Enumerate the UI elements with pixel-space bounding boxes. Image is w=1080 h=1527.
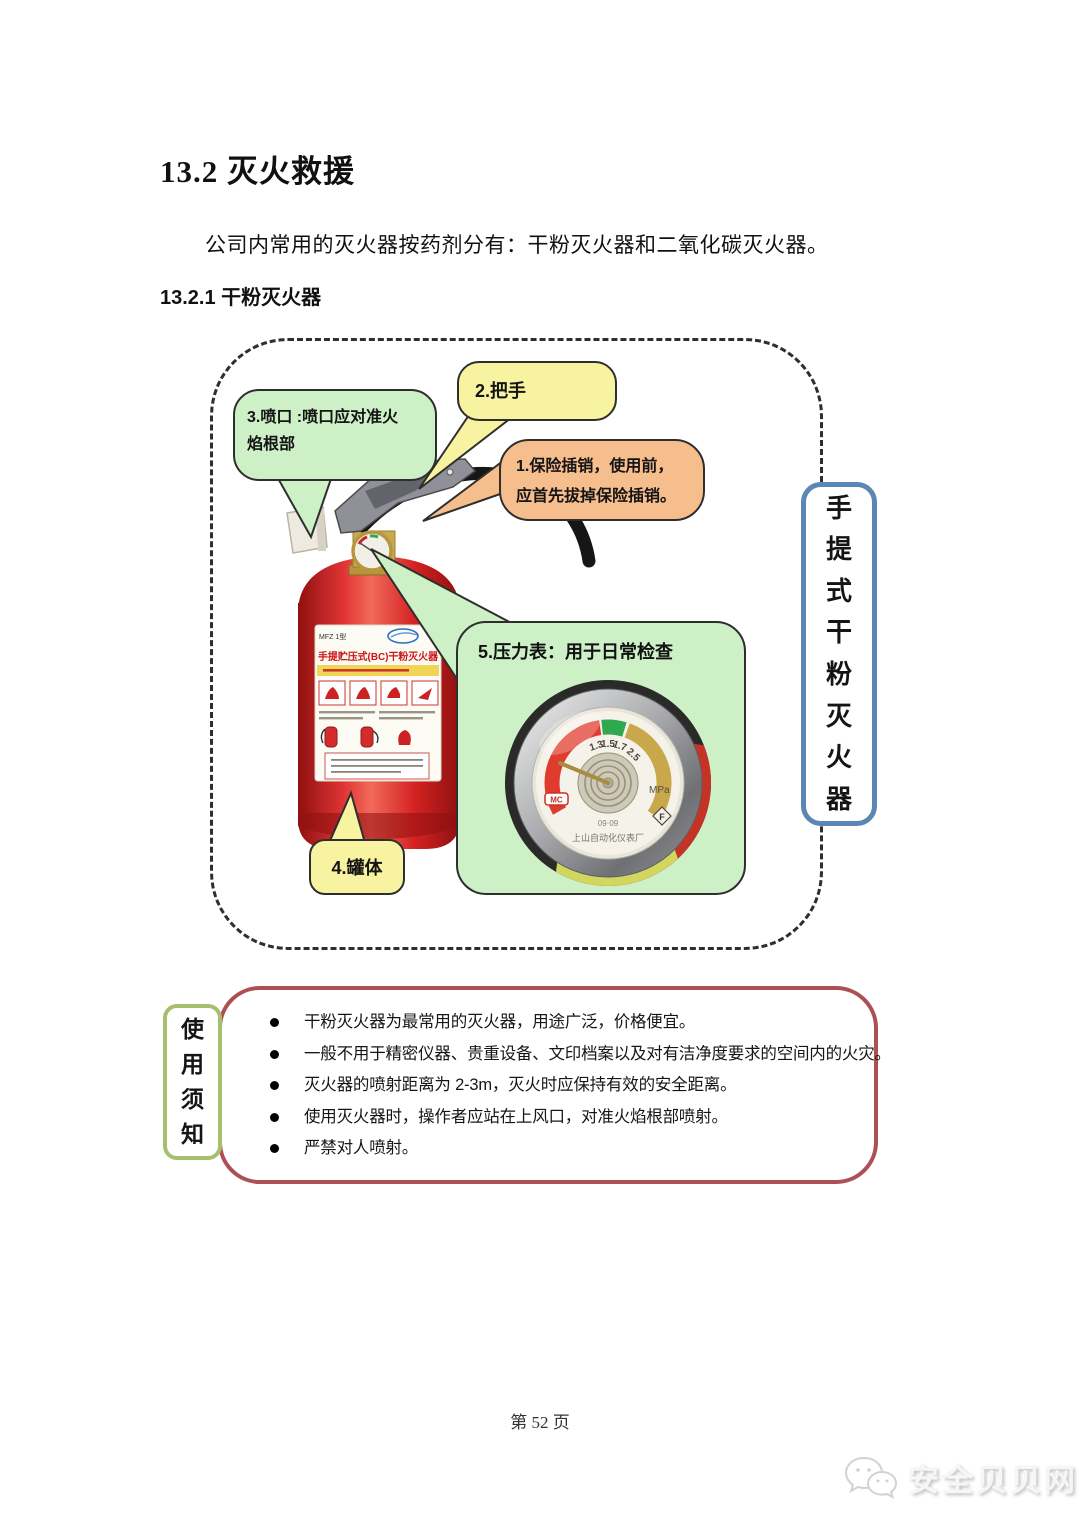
usage-notes-label-text: 使用须知 bbox=[180, 1016, 204, 1147]
svg-text:上山自动化仪表厂: 上山自动化仪表厂 bbox=[572, 832, 644, 843]
extinguisher-product-label: MFZ 1型 手提贮压式(BC)干粉灭火器 bbox=[314, 624, 442, 782]
svg-text:1.5: 1.5 bbox=[601, 739, 615, 750]
intro-paragraph: 公司内常用的灭火器按药剂分有：干粉灭火器和二氧化碳灭火器。 bbox=[205, 233, 829, 257]
usage-notes-box: 干粉灭火器为最常用的灭火器，用途广泛，价格便宜。一般不用于精密仪器、贵重设备、文… bbox=[218, 986, 891, 1184]
page-number: 第 52 页 bbox=[510, 1413, 570, 1432]
callout-nozzle: 3.喷口 :喷口应对准火 焰根部 bbox=[233, 389, 437, 481]
usage-note-item: 灭火器的喷射距离为 2-3m，灭火时应保持有效的安全距离。 bbox=[268, 1075, 864, 1095]
svg-text:1.3: 1.3 bbox=[588, 739, 605, 754]
callout-pressure-gauge-text: 5.压力表：用于日常检查 bbox=[478, 642, 674, 662]
watermark-text: 安全贝贝网 bbox=[908, 1462, 1078, 1498]
callout-safety-pin: 1.保险插销，使用前， 应首先拔掉保险插销。 bbox=[499, 439, 705, 521]
svg-text:F: F bbox=[659, 812, 665, 822]
usage-note-item: 严禁对人喷射。 bbox=[268, 1138, 864, 1158]
callout-tank: 4.罐体 bbox=[309, 839, 405, 895]
page-title: 13.2 灭火救援 bbox=[160, 154, 355, 189]
side-label-box: 手提式干粉灭火器 bbox=[801, 482, 877, 826]
pressure-gauge-photo: 1.3 1.5 1.7 2.5 MPa F MC 09·09 上山自动化仪表厂 bbox=[505, 680, 711, 886]
section-heading: 13.2.1 干粉灭火器 bbox=[160, 287, 322, 309]
usage-notes-label: 使用须知 bbox=[163, 1004, 222, 1160]
gauge-needle bbox=[558, 761, 610, 785]
svg-text:1.7: 1.7 bbox=[611, 739, 628, 754]
callout-safety-pin-line2: 应首先拔掉保险插销。 bbox=[516, 487, 677, 505]
callout-nozzle-line1: 3.喷口 :喷口应对准火 bbox=[247, 409, 399, 426]
usage-notes-list: 干粉灭火器为最常用的灭火器，用途广泛，价格便宜。一般不用于精密仪器、贵重设备、文… bbox=[222, 990, 891, 1158]
svg-text:09·09: 09·09 bbox=[598, 819, 619, 828]
svg-text:MFZ 1型: MFZ 1型 bbox=[319, 632, 346, 641]
label-pictograms bbox=[320, 726, 411, 748]
extinguisher-diagram: MFZ 1型 手提贮压式(BC)干粉灭火器 bbox=[210, 338, 823, 950]
callout-safety-pin-line1: 1.保险插销，使用前， bbox=[516, 458, 674, 475]
callout-pressure-gauge-panel: 5.压力表：用于日常检查 bbox=[456, 621, 746, 895]
side-label-text: 手提式干粉灭火器 bbox=[825, 492, 852, 814]
usage-note-item: 干粉灭火器为最常用的灭火器，用途广泛，价格便宜。 bbox=[268, 1012, 864, 1032]
wechat-icon bbox=[844, 1456, 898, 1500]
callout-nozzle-line2: 焰根部 bbox=[247, 436, 296, 454]
usage-note-item: 使用灭火器时，操作者应站在上风口，对准火焰根部喷射。 bbox=[268, 1107, 864, 1127]
svg-text:MC: MC bbox=[550, 796, 563, 805]
callout-handle: 2.把手 bbox=[457, 361, 617, 421]
watermark: 安全贝贝网 bbox=[842, 1452, 1078, 1502]
usage-note-item: 一般不用于精密仪器、贵重设备、文印档案以及对有洁净度要求的空间内的火灾。 bbox=[268, 1044, 891, 1064]
svg-text:MPa: MPa bbox=[649, 785, 670, 796]
svg-text:手提贮压式(BC)干粉灭火器: 手提贮压式(BC)干粉灭火器 bbox=[318, 650, 439, 663]
